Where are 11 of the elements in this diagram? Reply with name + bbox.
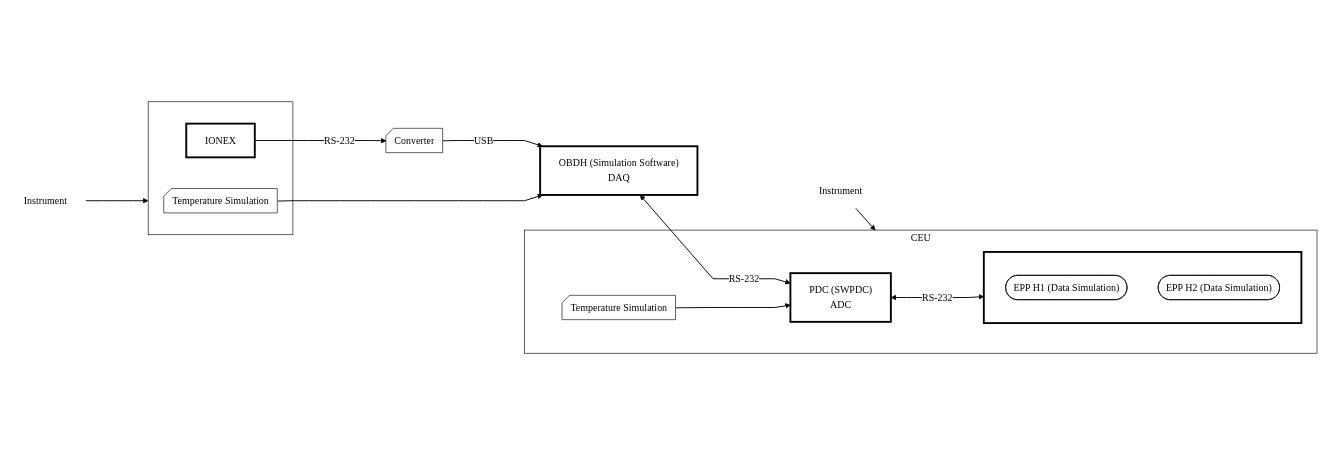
edge-label: USB xyxy=(473,134,494,146)
node-box: IONEX xyxy=(185,122,256,159)
cluster xyxy=(147,101,294,236)
edge-label: RS-232 xyxy=(922,291,953,303)
node-box: PDC (SWPDC) ADC xyxy=(789,272,892,323)
cluster xyxy=(982,251,1303,325)
edge-label: RS-232 xyxy=(324,134,355,146)
node-text: Instrument xyxy=(818,185,863,197)
node-text: Instrument xyxy=(23,195,67,206)
edge-label: RS-232 xyxy=(728,273,760,284)
node-box: OBDH (Simulation Software) DAQ xyxy=(539,145,699,196)
